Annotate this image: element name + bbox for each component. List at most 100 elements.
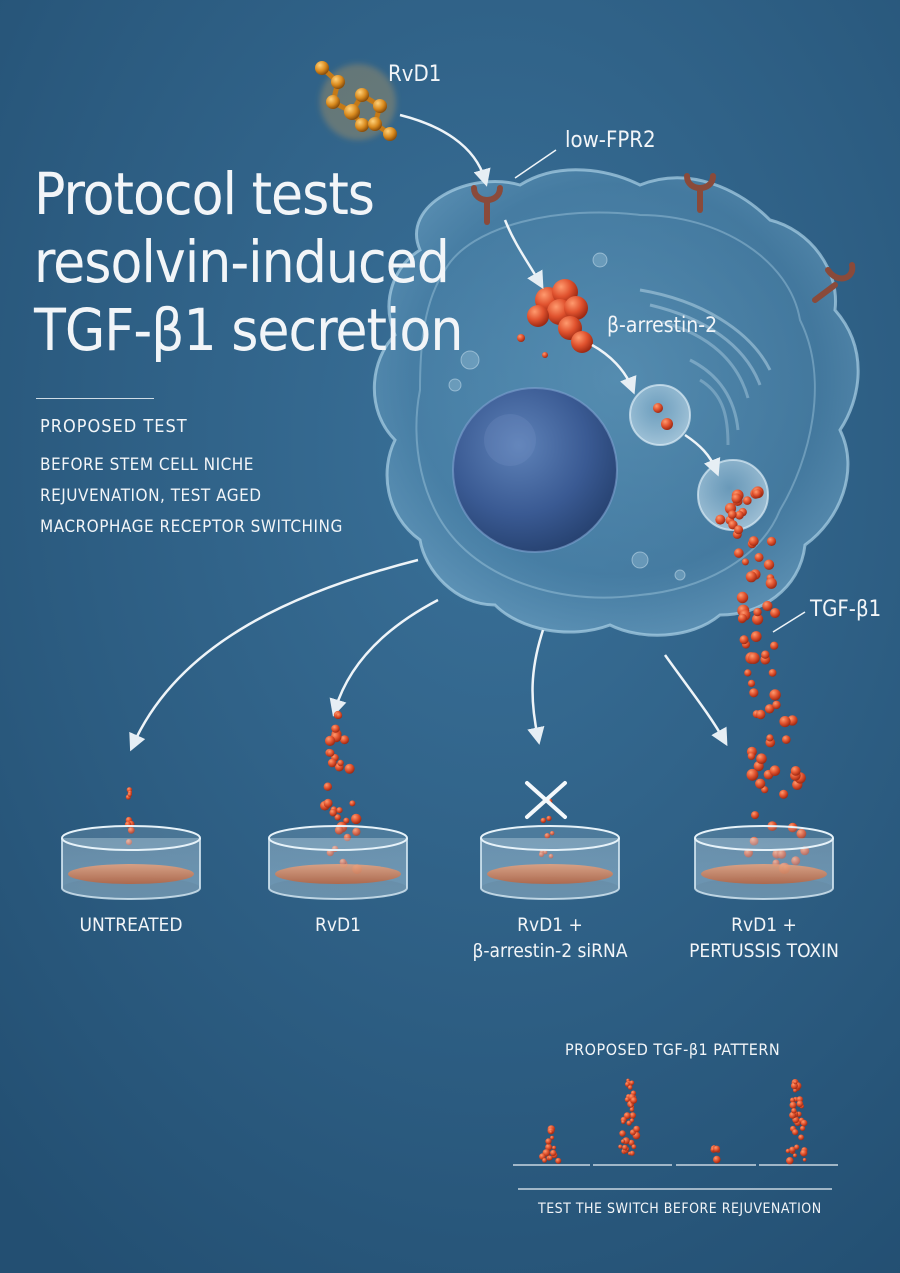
tgf-particle	[739, 635, 749, 645]
tgf-particle	[540, 817, 546, 824]
tgf-particle	[752, 489, 762, 499]
tgf-particle	[779, 789, 789, 799]
tgf-particle	[766, 536, 777, 547]
petri-dish	[61, 825, 201, 900]
tgf-label: TGF-β1	[810, 597, 882, 622]
tgf-particle	[323, 798, 333, 808]
pattern-footer: TEST THE SWITCH BEFORE REJUVENATION	[538, 1201, 822, 1217]
tgf-particle	[326, 749, 335, 757]
tgf-particle	[738, 613, 747, 623]
pattern-column	[618, 1078, 641, 1156]
title-divider	[36, 398, 154, 399]
tgf-particle	[329, 809, 337, 817]
tgf-particle	[746, 768, 759, 781]
tgf-particle	[351, 813, 362, 825]
tgf-particle	[550, 831, 555, 836]
tgf-particle	[765, 577, 777, 589]
proposed-body: BEFORE STEM CELL NICHE REJUVENATION, TES…	[40, 455, 343, 537]
tgf-particle	[343, 817, 350, 824]
pattern-column	[785, 1079, 808, 1165]
tgf-particle	[752, 613, 764, 625]
petri-dish	[480, 825, 620, 900]
tgf-particle	[127, 826, 135, 834]
title-line-3: TGF-β1 secretion	[34, 296, 463, 364]
page-title: Protocol tests resolvin-induced TGF-β1 s…	[34, 160, 463, 364]
tgf-particle	[768, 669, 777, 677]
tgf-particle	[728, 510, 737, 519]
tgf-pattern-chart	[513, 1078, 838, 1166]
proposed-heading: PROPOSED TEST	[40, 416, 188, 437]
title-line-1: Protocol tests	[34, 160, 375, 228]
tgf-particle	[753, 607, 762, 617]
pattern-column	[710, 1145, 721, 1164]
tgf-particle	[323, 782, 332, 791]
tgf-particle	[743, 496, 752, 505]
tgf-particle	[756, 709, 766, 720]
tgf-particle	[335, 712, 343, 719]
tgf-particle	[334, 814, 341, 821]
tgf-particle	[735, 510, 744, 520]
blocked-x-mark	[525, 781, 567, 819]
tgf-particle	[734, 525, 744, 535]
tgf-particle	[790, 766, 801, 776]
dish-label-sirna: RvD1 + β-arrestin-2 siRNA	[472, 914, 628, 962]
tgf-particle	[747, 752, 756, 760]
tgf-particle	[749, 688, 759, 698]
tgf-particle	[756, 753, 767, 764]
tgf-particle	[770, 608, 781, 618]
tgf-particle	[761, 650, 770, 659]
tgf-particles	[124, 486, 810, 875]
tgf-particle	[755, 778, 766, 789]
pattern-title: PROPOSED TGF-β1 PATTERN	[565, 1040, 781, 1059]
dish-label-rvd1: RvD1	[314, 914, 362, 936]
receptor-label: low-FPR2	[565, 128, 656, 153]
petri-dish	[268, 825, 408, 900]
dish-label-ptx: RvD1 + PERTUSSIS TOXIN	[689, 914, 839, 962]
tgf-particle	[772, 700, 781, 710]
tgf-particle	[751, 811, 759, 820]
tgf-particle	[769, 689, 781, 701]
tgf-particle	[344, 763, 355, 774]
tgf-particle	[779, 716, 791, 728]
receptor-leader	[514, 149, 557, 179]
rvd1-molecule	[315, 61, 397, 141]
tgf-particle	[762, 600, 773, 612]
tgf-particle	[544, 833, 551, 839]
tgf-particle	[750, 631, 762, 642]
petri-dish	[694, 825, 834, 900]
tgf-particle	[325, 735, 336, 747]
pattern-column	[539, 1125, 562, 1164]
petri-dishes	[61, 825, 834, 900]
tgf-particle	[340, 735, 349, 745]
tgf-particle	[748, 652, 760, 664]
tgf-particle	[764, 704, 775, 714]
fpr2-receptors	[471, 173, 856, 303]
tgf-particle	[744, 669, 752, 677]
pathway-arrows	[129, 113, 728, 752]
tgf-particle	[754, 552, 764, 562]
tgf-particle	[127, 792, 132, 797]
beta-arrestin-complex	[517, 279, 593, 358]
tgf-particle	[352, 827, 361, 836]
arrestin-label: β-arrestin-2	[607, 313, 718, 337]
tgf-particle	[741, 558, 749, 566]
tgf-particle	[349, 800, 356, 807]
tgf-particle	[715, 514, 726, 525]
tgf-particle	[782, 735, 791, 744]
tgf-particle	[327, 758, 337, 768]
tgf-particle	[546, 815, 552, 822]
tgf-particle	[748, 536, 759, 547]
tgf-particle	[745, 571, 757, 583]
dish-label-untreated: UNTREATED	[79, 914, 183, 936]
endosome	[629, 384, 691, 446]
tgf-particle	[337, 759, 344, 767]
tgf-particle	[334, 825, 344, 835]
tgf-particle	[766, 734, 774, 742]
tgf-particle	[731, 493, 742, 504]
tgf-particle	[747, 679, 756, 688]
ligand-label: RvD1	[388, 62, 442, 87]
title-line-2: resolvin-induced	[34, 228, 450, 296]
tgf-leader	[772, 611, 806, 633]
